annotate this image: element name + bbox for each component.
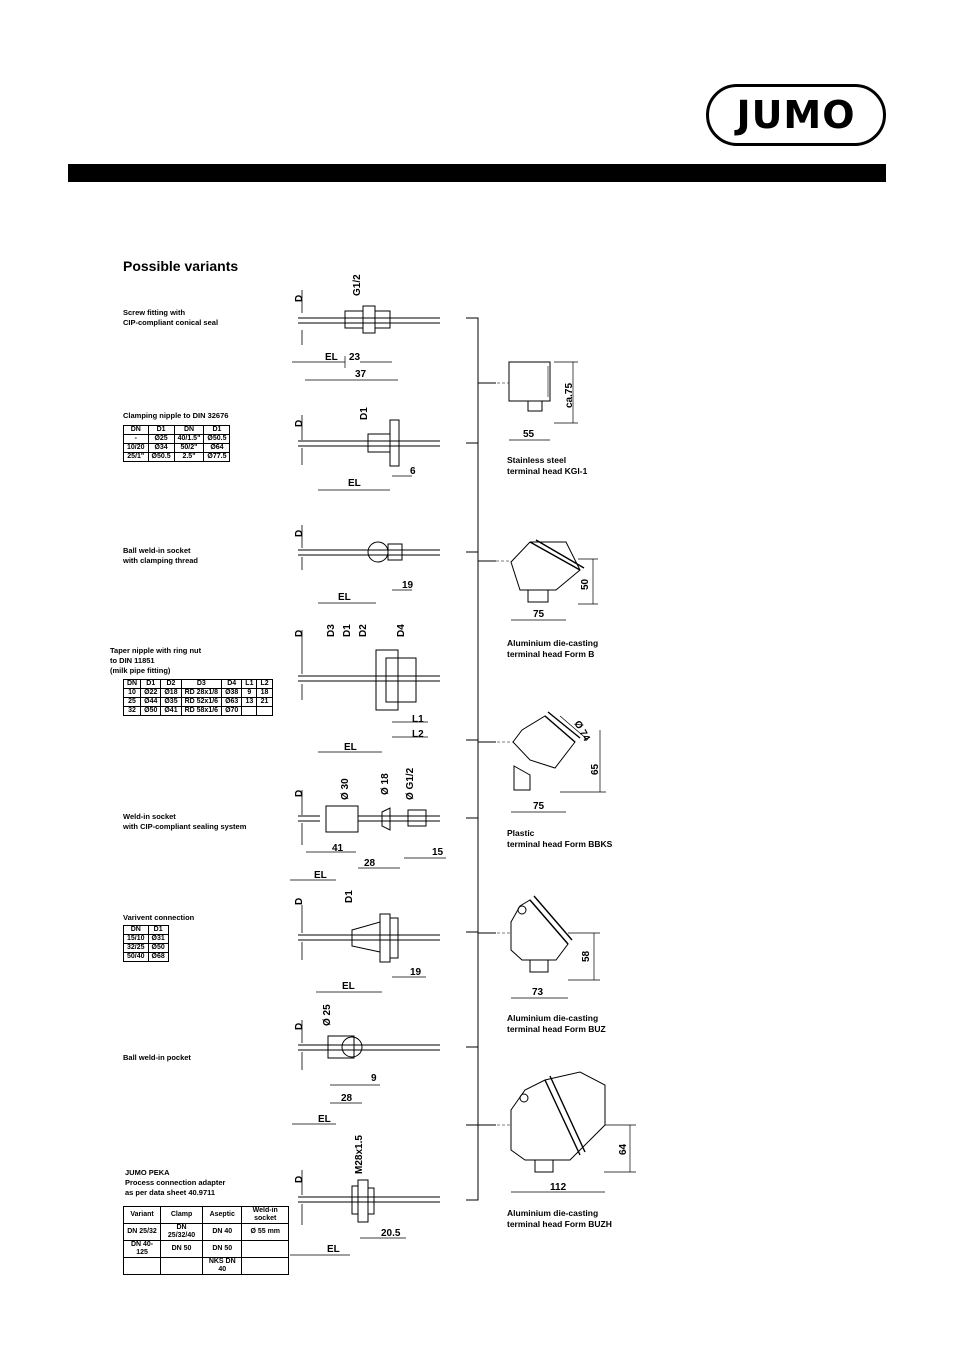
- dim-og12: Ø G1/2: [405, 767, 416, 800]
- drawing-head-kgi1: 55 ca.75: [497, 361, 578, 441]
- dim-d: D: [294, 790, 305, 797]
- dim-l2: L2: [412, 729, 424, 740]
- dim-g12: G1/2: [352, 274, 363, 296]
- dim-d1: D1: [344, 890, 355, 903]
- dim-m28: M28x1.5: [354, 1135, 365, 1174]
- dim-d: D: [294, 898, 305, 905]
- variant-label-taper-nipple: Taper nipple with ring nut to DIN 11851 …: [110, 646, 202, 675]
- dim-d: D: [294, 530, 305, 537]
- dim-l1: L1: [412, 714, 424, 725]
- dim-19: 19: [402, 580, 414, 591]
- jumo-logo: JUMO: [706, 84, 886, 146]
- drawing-screw-fitting: EL 23 37 D G1/2: [292, 274, 440, 381]
- drawing-weld-in-socket: 41 28 15 EL D Ø 30 Ø 18 Ø G1/2: [290, 767, 446, 881]
- dim-el: EL: [314, 870, 327, 881]
- dim-el: EL: [318, 1114, 331, 1125]
- dim-9: 9: [371, 1073, 377, 1084]
- drawing-head-form-b: 75 50: [496, 539, 598, 621]
- drawing-varivent: EL 19 D D1: [294, 890, 440, 993]
- dim-el: EL: [344, 742, 357, 753]
- dim-75: 75: [533, 801, 545, 812]
- head-label-form-b: Aluminium die-casting terminal head Form…: [507, 638, 599, 659]
- dim-el: EL: [348, 478, 361, 489]
- logo-text: JUMO: [736, 93, 856, 137]
- drawing-head-form-bbks: 75 65 Ø 74: [497, 711, 606, 813]
- head-label-kgi1: Stainless steel terminal head KGI-1: [507, 455, 588, 476]
- dim-d: D: [294, 630, 305, 637]
- drawing-jumo-peka: 20.5 EL D M28x1.5: [290, 1135, 440, 1256]
- dim-ca75: ca.75: [564, 383, 575, 408]
- variant-label-weld-in-socket: Weld-in socket with CIP-compliant sealin…: [123, 812, 247, 831]
- dim-65: 65: [590, 763, 601, 775]
- dim-58: 58: [581, 950, 592, 962]
- connector-bracket: [466, 317, 496, 1201]
- head-label-form-buz: Aluminium die-casting terminal head Form…: [507, 1013, 606, 1034]
- dim-o74: Ø 74: [571, 719, 592, 744]
- dim-d: D: [294, 1023, 305, 1030]
- drawing-taper-nipple: EL L1 L2 D D3 D1 D2 D4: [294, 624, 440, 753]
- dim-o18: Ø 18: [380, 773, 391, 795]
- drawing-ball-weld-pocket: 9 28 EL D Ø 25: [292, 1004, 440, 1125]
- dim-41: 41: [332, 843, 344, 854]
- dim-o25: Ø 25: [322, 1004, 333, 1026]
- drawing-clamping-nipple: EL 6 D D1: [294, 407, 440, 491]
- variant-label-varivent: Varivent connection: [123, 913, 195, 922]
- drawing-head-form-buzh: 112 64: [497, 1071, 636, 1193]
- dim-23: 23: [349, 352, 361, 363]
- header-bar: [68, 164, 886, 182]
- dim-d4: D4: [396, 624, 407, 637]
- dim-19: 19: [410, 967, 422, 978]
- dim-d1: D1: [342, 624, 353, 637]
- dim-28: 28: [364, 858, 376, 869]
- dim-75: 75: [533, 609, 545, 620]
- dim-el: EL: [327, 1244, 340, 1255]
- dim-112: 112: [550, 1182, 567, 1193]
- dim-el: EL: [325, 352, 338, 363]
- dim-d: D: [294, 420, 305, 427]
- head-label-form-bbks: Plastic terminal head Form BBKS: [507, 828, 613, 849]
- head-label-form-buzh: Aluminium die-casting terminal head Form…: [507, 1208, 612, 1229]
- dim-205: 20.5: [381, 1228, 401, 1239]
- dim-d: D: [294, 295, 305, 302]
- dim-d3: D3: [326, 624, 337, 637]
- dim-el: EL: [338, 592, 351, 603]
- dim-73: 73: [532, 987, 544, 998]
- dim-28: 28: [341, 1093, 353, 1104]
- variant-label-ball-weld-pocket: Ball weld-in pocket: [123, 1053, 191, 1062]
- dim-el: EL: [342, 981, 355, 992]
- variant-label-ball-weld-socket: Ball weld-in socket with clamping thread: [123, 546, 199, 565]
- dim-55: 55: [523, 429, 535, 440]
- dim-37: 37: [355, 369, 367, 380]
- dim-15: 15: [432, 847, 444, 858]
- drawing-ball-weld-socket: EL 19 D: [294, 525, 440, 604]
- page-title: Possible variants: [123, 258, 239, 274]
- drawing-head-form-buz: 73 58: [497, 895, 600, 999]
- dim-64: 64: [618, 1143, 629, 1155]
- dim-6: 6: [410, 466, 416, 477]
- dim-o30: Ø 30: [340, 778, 351, 800]
- variant-label-jumo-peka: JUMO PEKA Process connection adapter as …: [125, 1168, 226, 1197]
- variant-label-clamping-nipple: Clamping nipple to DIN 32676: [123, 411, 229, 420]
- dim-d2: D2: [358, 624, 369, 637]
- dim-50: 50: [580, 578, 591, 590]
- variant-label-screw-fitting: Screw fitting with CIP-compliant conical…: [123, 308, 219, 327]
- dim-d1: D1: [359, 407, 370, 420]
- dim-d: D: [294, 1176, 305, 1183]
